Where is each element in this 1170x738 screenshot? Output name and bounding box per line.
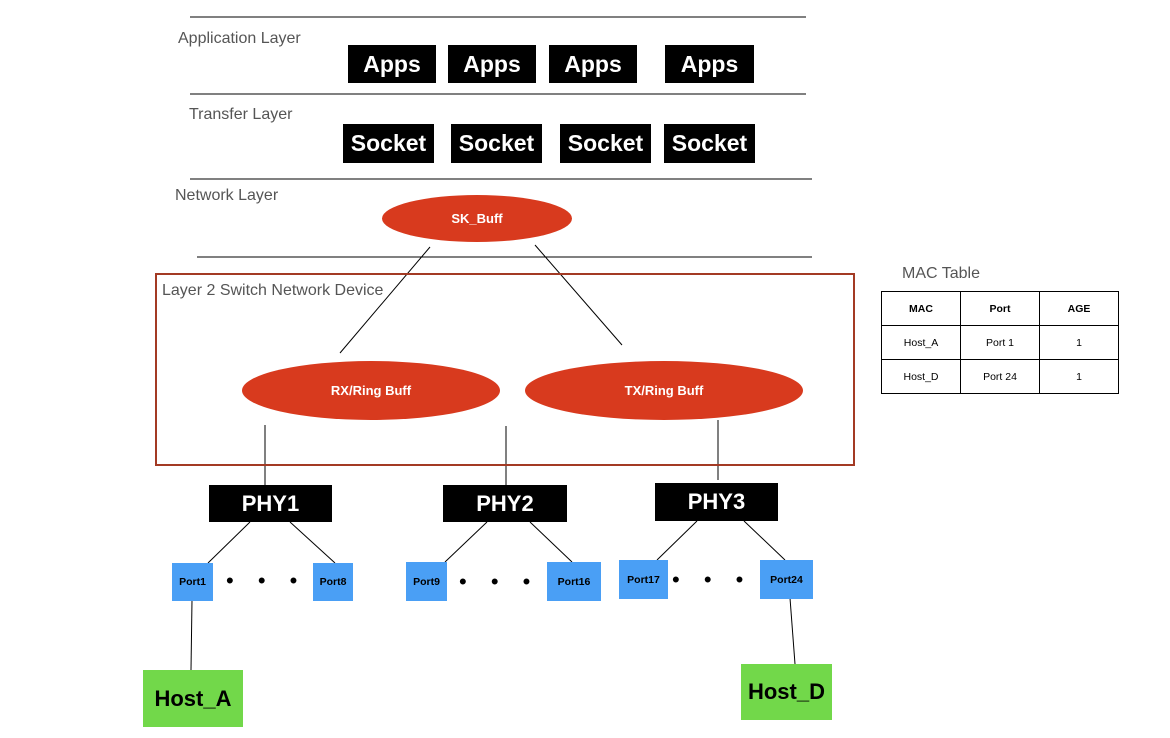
port-ellipsis: • • • [459,569,540,594]
phy2-block: PHY2 [443,485,567,522]
link-phy1-port8 [289,521,336,564]
socket-block: Socket [451,124,542,163]
socket-block: Socket [560,124,651,163]
port16: Port16 [547,562,601,601]
link-phy1-port1 [207,521,251,564]
table-row: Host_D Port 24 1 [881,359,1119,394]
host-a-block: Host_A [143,670,243,727]
link-phy2-port9 [444,521,488,563]
port9: Port9 [406,562,447,601]
network-layer-label: Network Layer [175,187,279,204]
link-phy3-port24 [743,520,786,561]
app-block: Apps [549,45,637,83]
table-cell: Port 24 [960,359,1040,394]
socket-block: Socket [343,124,434,163]
phy1-block: PHY1 [209,485,332,522]
mac-table-header-row: MAC Port AGE [881,291,1119,326]
switch-device-title: Layer 2 Switch Network Device [162,282,384,299]
table-cell: Host_A [881,325,961,360]
mac-table-title: MAC Table [902,265,980,282]
transfer-layer-label: Transfer Layer [189,106,293,123]
link-skbuff-tx [534,244,623,346]
app-block: Apps [665,45,754,83]
port1: Port1 [172,563,213,601]
mac-header-cell: MAC [881,291,961,326]
mac-table: MAC Port AGE Host_A Port 1 1 Host_D Port… [881,291,1119,394]
phy3-block: PHY3 [655,483,778,521]
link-skbuff-rx [339,246,431,354]
link-phy2-port16 [529,521,573,563]
port8: Port8 [313,563,353,601]
port-ellipsis: • • • [672,567,753,592]
host-d-block: Host_D [741,664,832,720]
switch-device-box [155,273,855,466]
app-block: Apps [348,45,436,83]
sk-buff-ellipse: SK_Buff [382,195,572,242]
age-header-cell: AGE [1039,291,1119,326]
table-cell: Port 1 [960,325,1040,360]
port17: Port17 [619,560,668,599]
link-phy3-port17 [656,520,698,561]
port-ellipsis: • • • [226,568,307,593]
rx-ring-buff-ellipse: RX/Ring Buff [242,361,500,420]
application-layer-label: Application Layer [178,30,301,47]
link-port1-host-a [190,599,193,671]
table-cell: Host_D [881,359,961,394]
table-row: Host_A Port 1 1 [881,325,1119,360]
socket-block: Socket [664,124,755,163]
table-cell: 1 [1039,325,1119,360]
link-port24-host-d [789,597,796,665]
tx-ring-buff-ellipse: TX/Ring Buff [525,361,803,420]
port24: Port24 [760,560,813,599]
app-block: Apps [448,45,536,83]
port-header-cell: Port [960,291,1040,326]
table-cell: 1 [1039,359,1119,394]
